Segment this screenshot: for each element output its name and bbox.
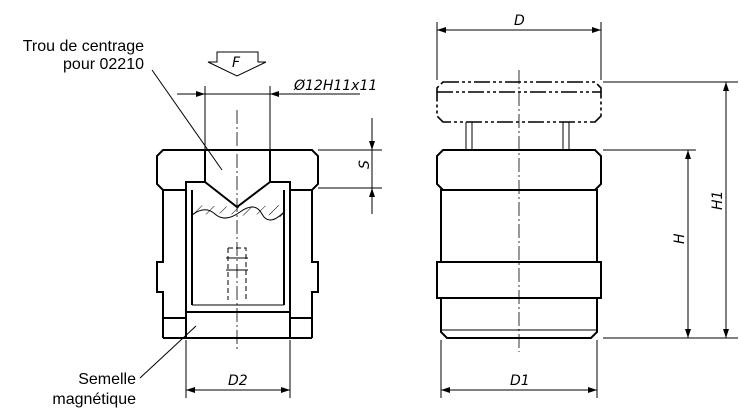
bore-diameter-label: Ø12H11x11 xyxy=(293,78,377,94)
magnetic-base-section xyxy=(162,311,313,339)
magnetic-base-label-2: magnétique xyxy=(52,391,136,408)
stroke-dimension: S xyxy=(318,118,382,214)
h1-dimension: H1 xyxy=(603,81,738,338)
d-dimension: D xyxy=(436,13,602,80)
magnetic-base-label-1: Semelle xyxy=(78,371,136,388)
top-cap-section xyxy=(156,149,319,209)
h-label: H xyxy=(672,233,688,244)
centering-hole-label-2: pour 02210 xyxy=(63,56,144,73)
h1-label: H1 xyxy=(710,191,726,210)
d2-label: D2 xyxy=(228,373,248,389)
d2-dimension: D2 xyxy=(185,340,291,398)
bore-diameter-dimension: Ø12H11x11 xyxy=(177,78,377,150)
d1-dimension: D1 xyxy=(440,340,598,398)
d1-label: D1 xyxy=(510,373,530,389)
centering-hole-label-1: Trou de centrage xyxy=(23,38,144,55)
magnetic-base-leader xyxy=(139,325,197,379)
elevation-view: D H H1 xyxy=(436,13,738,398)
centering-hole-leader xyxy=(151,69,223,171)
force-label: F xyxy=(232,55,241,71)
force-arrow: F xyxy=(207,51,267,77)
section-view: F Ø12H11x11 xyxy=(139,51,382,398)
raised-head-phantom xyxy=(436,81,602,123)
d-label: D xyxy=(514,13,525,29)
h-dimension: H xyxy=(603,149,738,339)
inner-plunger xyxy=(191,190,285,306)
stroke-label: S xyxy=(357,160,373,169)
